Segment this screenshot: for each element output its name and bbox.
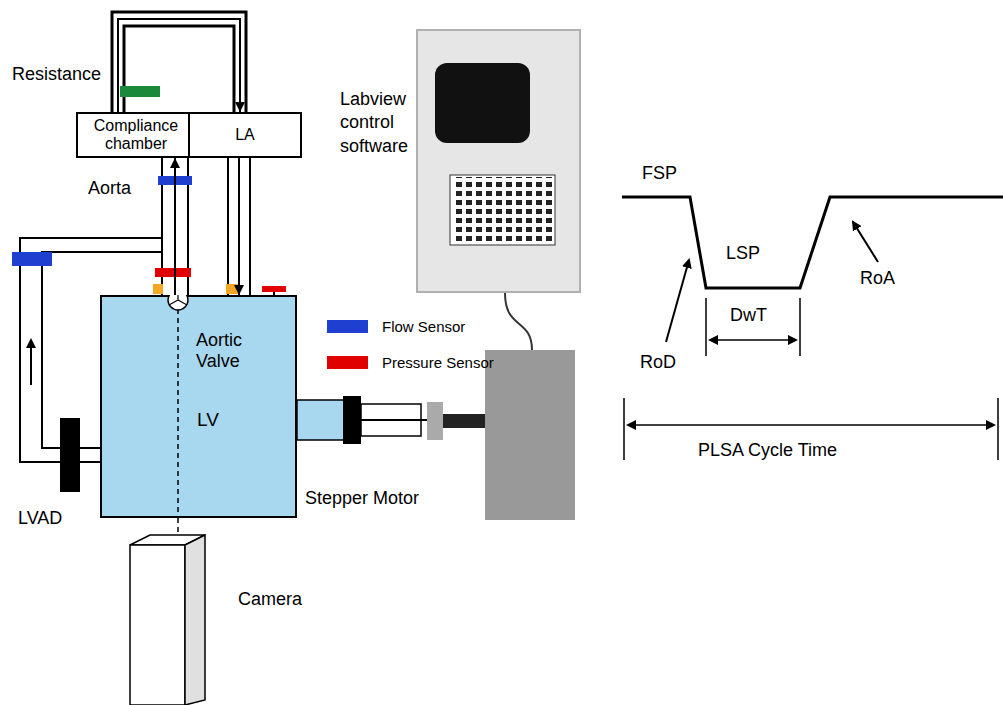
part-label: Resistance	[12, 64, 101, 85]
pressure-sensor	[262, 286, 286, 292]
pointer-arrow	[853, 222, 878, 262]
part-label: PLSA Cycle Time	[698, 440, 837, 461]
camera-side	[185, 535, 205, 705]
compliance-box: Compliance chamber	[76, 112, 196, 158]
tube-wall	[112, 12, 246, 112]
flow-arrow	[30, 340, 32, 385]
part-label: Stepper Motor	[305, 488, 419, 509]
arrow-head	[170, 158, 180, 168]
tube-wall	[124, 26, 234, 112]
keyboard-keys	[452, 177, 553, 243]
stepper-motor	[485, 350, 575, 520]
connector-line	[177, 518, 179, 533]
pressure-sensor	[155, 268, 191, 277]
dimension-tick	[706, 298, 800, 356]
tube-wall	[228, 158, 250, 295]
legend-swatch	[327, 356, 368, 369]
arrow-head	[234, 285, 244, 295]
computer: Labview control software	[340, 28, 585, 294]
computer-case	[417, 30, 580, 292]
motor-shaft	[443, 414, 487, 428]
flow-connector	[118, 19, 245, 112]
flow-connector	[234, 158, 244, 295]
aortic-valve	[168, 295, 188, 310]
part-label: Aortic Valve	[196, 330, 266, 371]
part-label: RoD	[640, 352, 676, 373]
node-text: Labview control software	[340, 88, 414, 158]
node-text: LA	[231, 126, 259, 144]
node-text: LV	[197, 409, 219, 431]
flow-connector	[178, 518, 179, 533]
part-label: DwT	[730, 305, 767, 326]
computer-body	[415, 28, 585, 294]
piston-chamber	[297, 400, 345, 440]
part-label: Aorta	[88, 178, 131, 199]
connector-line	[174, 158, 176, 295]
node-text: Compliance chamber	[78, 117, 194, 154]
lvad-pump	[60, 418, 80, 492]
camera: Camera	[128, 533, 308, 705]
node-text: Camera	[238, 589, 302, 610]
valve-view	[100, 295, 297, 518]
atrium-box: LA	[188, 112, 302, 158]
legend-text: Flow Sensor	[382, 318, 465, 335]
connector-line	[238, 158, 240, 295]
flow-connector	[170, 158, 180, 295]
valve-leaflets	[169, 295, 187, 305]
connector-line	[118, 19, 240, 112]
part-label: RoA	[860, 268, 895, 289]
piston-rod	[361, 419, 427, 421]
piston-head	[343, 396, 361, 444]
legend-swatch	[327, 320, 368, 333]
keyboard	[450, 175, 555, 245]
arrow-head	[235, 102, 245, 112]
connector-fitting	[153, 284, 163, 294]
part-label: FSP	[642, 163, 677, 184]
waveform	[622, 197, 1003, 288]
dimension-arrow	[710, 339, 796, 341]
resistance-clamp	[120, 86, 160, 97]
camera-front	[130, 545, 185, 705]
dimension-arrow	[628, 424, 994, 426]
part-label: LVAD	[18, 508, 62, 529]
camera-body	[128, 533, 208, 705]
pointer-arrow	[666, 260, 689, 342]
cable	[505, 293, 532, 350]
screen	[435, 63, 530, 143]
coupler	[427, 402, 443, 440]
flow-sensor	[12, 252, 52, 266]
legend-text: Pressure Sensor	[382, 354, 494, 371]
camera-sightline	[177, 309, 179, 518]
dimension-tick	[624, 398, 998, 460]
ventricle-box: LV	[100, 295, 297, 518]
part-label: LSP	[726, 243, 760, 264]
